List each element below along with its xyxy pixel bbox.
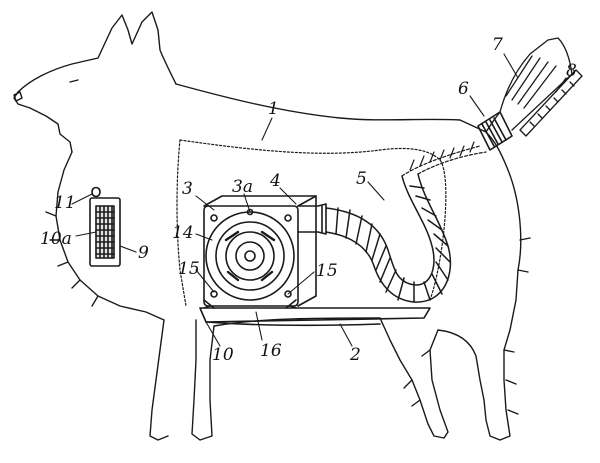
callout-15-left: 15 (178, 259, 200, 279)
callout-10: 10 (212, 345, 234, 365)
base-plate (199, 307, 431, 327)
callout-7: 7 (492, 35, 503, 55)
callout-5: 5 (356, 169, 367, 189)
callout-6: 6 (458, 79, 469, 99)
callout-11: 11 (54, 193, 76, 213)
callout-3: 3 (182, 179, 193, 199)
callout-8: 8 (566, 61, 577, 81)
mounting-brackets (203, 299, 297, 309)
control-box (89, 186, 121, 267)
housing-outline (176, 139, 447, 307)
flexible-hose (325, 173, 452, 303)
callout-15-right: 15 (316, 261, 338, 281)
callout-9: 9 (138, 243, 149, 263)
blower-housing (203, 195, 317, 307)
leader-lines (71, 53, 567, 347)
dog-outline (13, 11, 531, 441)
callout-4: 4 (269, 171, 281, 191)
tail-brush (499, 37, 583, 137)
outlet-duct (297, 203, 327, 235)
hose-in-tail (401, 141, 487, 177)
callout-3a: 3a (232, 177, 253, 197)
callout-16: 16 (260, 341, 282, 361)
callout-1: 1 (268, 99, 279, 119)
callout-labels: 1 2 3 3a 4 5 6 7 8 9 10 10a 11 14 15 15 … (40, 35, 577, 365)
callout-10a: 10a (40, 229, 72, 249)
nozzle-coupling (477, 111, 513, 151)
callout-2: 2 (349, 345, 361, 365)
callout-14: 14 (172, 223, 194, 243)
